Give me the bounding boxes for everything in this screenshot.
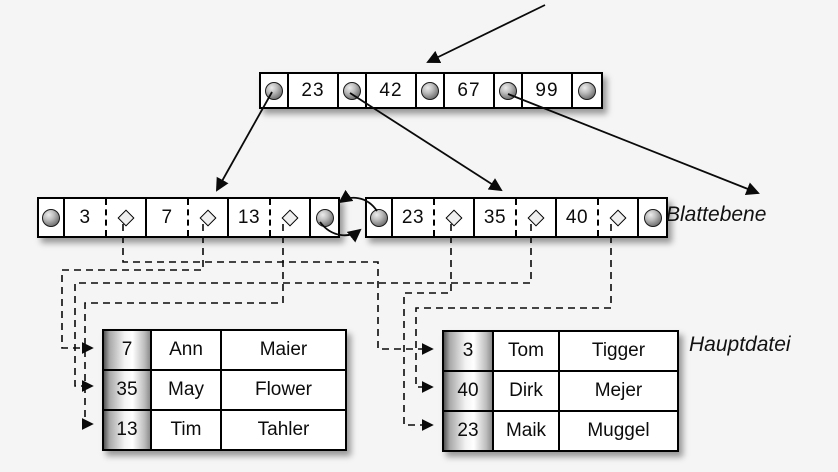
pointer-circle-icon [265,81,283,100]
root-key-cell: 99 [523,74,573,107]
record-key: 40 [444,372,494,410]
root-pointer-cell [417,74,445,107]
pointer-circle-icon [370,208,388,227]
leaf-node-left: 3 7 13 [37,197,340,238]
root-pointer-cell [261,74,289,107]
table-row: 3 Tom Tigger [444,332,677,372]
root-pointer-cell [573,74,601,107]
record-pointer-diamond-icon [445,209,463,226]
leaf-pointer-cell [367,199,393,236]
leaf-pointer-cell [639,199,666,236]
record-key: 13 [104,411,152,449]
pointer-circle-icon [343,81,361,100]
leaf-key: 35 [483,206,507,228]
root-key-cell: 23 [289,74,339,107]
record-firstname: Tim [152,411,222,449]
leaf-pointer-cell [39,199,65,236]
leaf-key: 13 [237,206,261,228]
root-key-cell: 42 [367,74,417,107]
arrow-entry-to-root [426,4,546,64]
record-pointer-diamond-icon [117,209,135,226]
record-pointer-diamond-icon [527,209,545,226]
leaf-pointer-cell [311,199,338,236]
record-lastname: Flower [254,379,312,400]
table-row: 13 Tim Tahler [104,411,345,449]
record-key: 35 [104,371,152,409]
leaf-record-pointer [105,199,145,236]
record-key: 3 [444,332,494,370]
leaf-key: 3 [79,206,91,228]
leaf-record-pointer [187,199,227,236]
table-row: 35 May Flower [104,371,345,411]
record-firstname: Ann [152,331,222,369]
table-row: 7 Ann Maier [104,331,345,371]
btree-root-node: 23 42 67 99 [259,72,603,109]
pointer-circle-icon [315,208,334,227]
record-lastname: Tahler [257,419,310,440]
record-firstname: May [152,371,222,409]
record-firstname: Tom [494,332,560,370]
table-row: 40 Dirk Mejer [444,372,677,412]
record-key: 7 [104,331,152,369]
root-pointer-cell [495,74,523,107]
main-file-table-left: 7 Ann Maier 35 May Flower 13 Tim Tahler [102,329,347,451]
leaf-record-pointer [269,199,309,236]
pointer-circle-icon [643,208,662,227]
root-pointer-cell [339,74,367,107]
leaf-entry: 3 [65,199,147,236]
leaf-entry: 23 [393,199,475,236]
record-firstname: Dirk [494,372,560,410]
record-lastname: Maier [259,339,308,360]
record-key: 23 [444,412,494,450]
record-lastname: Mejer [594,380,643,401]
pointer-circle-icon [578,81,596,100]
leaf-key: 23 [401,206,425,228]
leaf-entry: 40 [557,199,639,236]
leaf-record-pointer [515,199,555,236]
record-lastname: Muggel [587,420,650,441]
leaf-entry: 7 [147,199,229,236]
record-pointer-diamond-icon [199,209,217,226]
leaf-node-right: 23 35 40 [365,197,668,238]
pointer-circle-icon [421,81,439,100]
leaf-record-pointer [433,199,473,236]
pointer-circle-icon [499,81,517,100]
leaf-level-label: Blattebene [666,203,767,226]
main-file-label: Hauptdatei [689,333,791,356]
record-pointer-diamond-icon [609,209,627,226]
leaf-key: 7 [161,206,173,228]
record-pointer-diamond-icon [281,209,299,226]
record-firstname: Maik [494,412,560,450]
leaf-entry: 13 [229,199,311,236]
root-key-cell: 67 [445,74,495,107]
leaf-entry: 35 [475,199,557,236]
leaf-key: 40 [565,206,589,228]
record-lastname: Tigger [591,340,646,361]
table-row: 23 Maik Muggel [444,412,677,450]
pointer-circle-icon [42,208,60,227]
main-file-table-right: 3 Tom Tigger 40 Dirk Mejer 23 Maik Mugge… [442,330,679,452]
leaf-record-pointer [597,199,637,236]
